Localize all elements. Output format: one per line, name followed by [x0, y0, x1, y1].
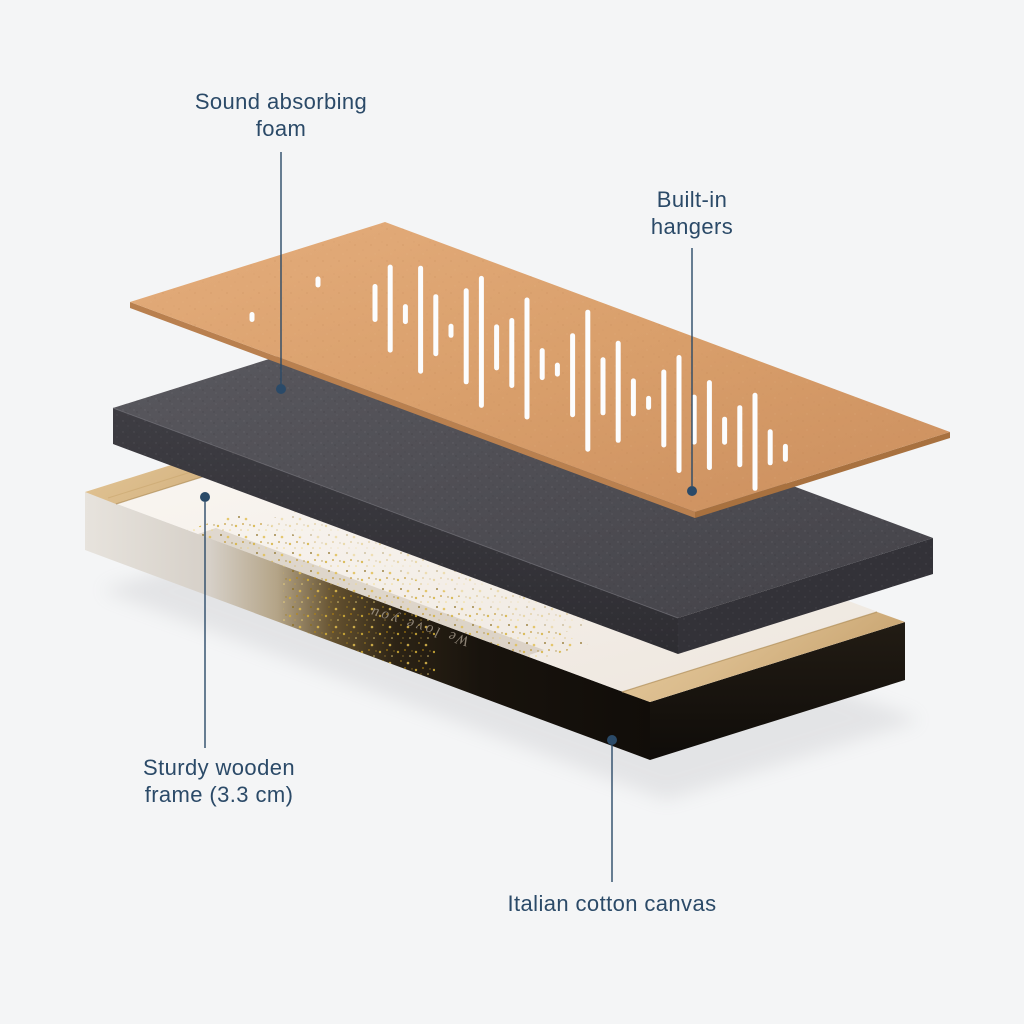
label-line: foam — [255, 116, 307, 141]
label-sturdy-wooden-frame: Sturdy wooden frame (3.3 cm) — [143, 754, 295, 808]
leader-lines — [200, 152, 697, 882]
canvas-front-side-glitter — [283, 566, 435, 680]
label-line: hangers — [650, 214, 734, 239]
hanger-slots — [249, 276, 321, 322]
label-built-in-hangers: Built-in hangers — [651, 186, 733, 240]
wood-bar-right — [622, 612, 905, 702]
panel-front-edge — [130, 302, 695, 518]
foam-top-texture — [113, 328, 933, 618]
label-line: frame (3.3 cm) — [144, 782, 294, 807]
layer-back-panel — [130, 222, 950, 518]
label-line: Sound absorbing — [194, 89, 368, 114]
label-line: Built-in — [656, 187, 728, 212]
leader-dot-hangers — [687, 486, 697, 496]
soundwave-slits — [372, 264, 788, 491]
canvas-glitter-dense — [187, 514, 588, 660]
foam-front-edge-highlight — [112, 407, 679, 619]
leader-dot-canvas — [607, 735, 617, 745]
wood-bar-right-edge — [621, 611, 878, 693]
leader-dot-frame — [200, 492, 210, 502]
layer-foam — [112, 328, 933, 654]
label-line: Sturdy wooden — [143, 755, 295, 780]
label-italian-cotton-canvas: Italian cotton canvas — [508, 890, 717, 917]
label-line: Italian cotton canvas — [507, 891, 717, 916]
foam-right-texture — [678, 538, 933, 654]
frame-right-side — [650, 622, 905, 760]
leader-dot-foam — [276, 384, 286, 394]
foam-front-texture — [113, 408, 678, 654]
panel-right-edge — [695, 432, 950, 518]
label-sound-absorbing-foam: Sound absorbing foam — [195, 88, 367, 142]
